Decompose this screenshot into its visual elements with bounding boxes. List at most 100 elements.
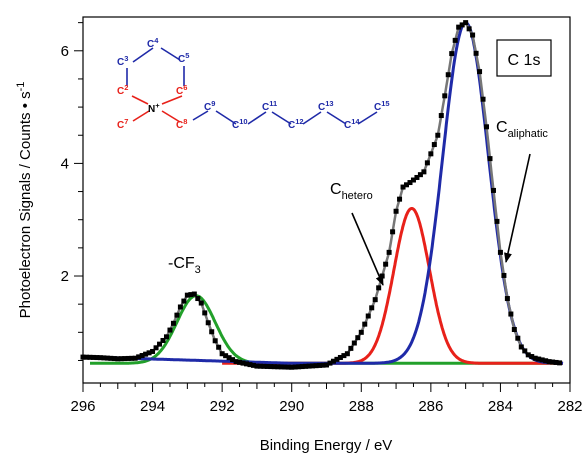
data-point	[188, 292, 194, 298]
data-point	[494, 218, 500, 224]
atom-label-c15: C15	[374, 99, 390, 113]
measured-spectrum-line	[82, 20, 562, 369]
x-tick-label: 296	[70, 398, 95, 415]
data-point	[327, 360, 333, 366]
data-point	[230, 357, 236, 363]
data-point	[170, 320, 176, 326]
data-point	[557, 360, 563, 366]
data-point	[118, 356, 124, 362]
data-point	[132, 355, 138, 361]
data-point	[87, 354, 93, 360]
atom-label-c9: C9	[204, 99, 215, 113]
data-point	[139, 353, 145, 359]
data-point	[216, 344, 222, 350]
data-point	[247, 362, 253, 368]
data-point	[115, 356, 121, 362]
y-axis-ticks: 246	[61, 22, 83, 361]
data-point	[515, 335, 521, 341]
data-point	[278, 364, 284, 370]
data-point	[358, 329, 364, 335]
atom-label-c6: C6	[176, 83, 187, 97]
data-point	[184, 292, 190, 298]
data-point	[296, 364, 302, 370]
data-point	[250, 362, 256, 368]
data-point	[525, 352, 531, 358]
data-point	[163, 334, 169, 340]
y-tick-label: 4	[61, 155, 69, 172]
c1s-label-box	[496, 39, 552, 77]
data-point	[212, 338, 218, 344]
data-point	[393, 208, 399, 214]
data-point	[282, 364, 288, 370]
data-point	[477, 69, 483, 75]
data-point	[240, 360, 246, 366]
data-point	[195, 296, 201, 302]
data-point	[466, 26, 472, 32]
x-tick-label: 292	[210, 398, 235, 415]
fit-curve-cf3	[90, 294, 563, 365]
data-point	[490, 187, 496, 193]
atom-label-c4: C4	[147, 36, 159, 50]
data-point	[424, 160, 430, 166]
data-point	[442, 93, 448, 99]
data-point	[508, 311, 514, 317]
x-tick-label: 286	[418, 398, 443, 415]
y-axis-title-exponent: -1	[15, 82, 27, 92]
c1s-label: C 1s	[508, 52, 541, 69]
data-point	[94, 355, 100, 361]
data-point	[167, 327, 173, 333]
data-point	[390, 229, 396, 235]
data-point	[501, 272, 507, 278]
data-point	[428, 151, 434, 157]
data-point	[289, 364, 295, 370]
data-point	[497, 249, 503, 255]
data-point	[536, 356, 542, 362]
data-point	[257, 363, 263, 369]
data-point	[529, 354, 535, 360]
data-point	[410, 177, 416, 183]
data-point	[334, 356, 340, 362]
data-point	[344, 351, 350, 357]
data-point	[150, 348, 156, 354]
data-point	[264, 363, 270, 369]
data-point	[487, 156, 493, 162]
x-tick-label: 294	[140, 398, 165, 415]
data-point	[101, 355, 107, 361]
data-point	[484, 124, 490, 130]
data-point	[313, 363, 319, 369]
data-point	[146, 350, 152, 356]
data-point	[369, 305, 375, 311]
data-point	[421, 169, 427, 175]
data-point	[546, 359, 552, 365]
data-point	[324, 362, 329, 368]
x-tick-label: 288	[349, 398, 374, 415]
data-point	[90, 354, 96, 360]
atom-label-c10: C10	[232, 117, 248, 131]
data-point	[435, 132, 441, 138]
data-point	[198, 300, 204, 306]
data-point	[97, 355, 103, 361]
data-point	[348, 345, 354, 351]
data-point	[438, 113, 444, 119]
data-point	[306, 363, 312, 369]
data-point	[386, 249, 392, 255]
data-point	[285, 364, 291, 370]
data-point	[407, 180, 413, 186]
data-point	[254, 363, 260, 369]
data-point	[376, 285, 382, 291]
x-tick-label: 290	[279, 398, 304, 415]
data-point	[445, 72, 451, 78]
data-point	[550, 359, 556, 365]
data-point	[320, 362, 326, 368]
data-point	[143, 351, 149, 357]
data-point	[341, 353, 347, 359]
atom-label-c12: C12	[288, 117, 304, 131]
data-point	[209, 329, 215, 335]
atom-label-c3: C3	[117, 54, 128, 68]
data-point	[539, 357, 545, 363]
data-point	[80, 354, 86, 360]
data-point	[191, 291, 197, 297]
data-point	[268, 364, 274, 370]
